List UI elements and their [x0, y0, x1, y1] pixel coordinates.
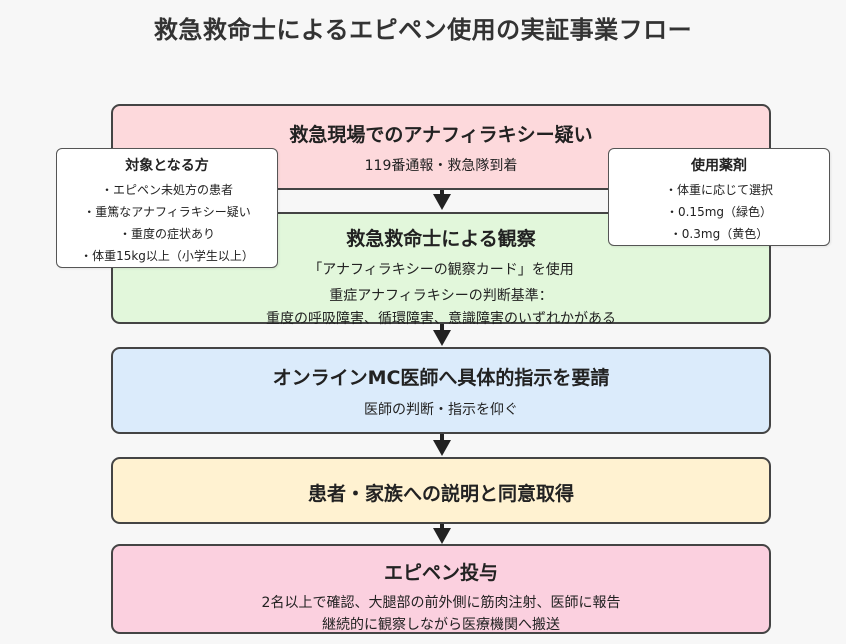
arrow-down-icon	[433, 194, 451, 210]
arrow-stem-3	[440, 434, 444, 442]
arrow-down-icon	[433, 330, 451, 346]
step-request-mc-instruction: オンラインMC医師へ具体的指示を要請 医師の判断・指示を仰ぐ	[111, 347, 771, 434]
page-title: 救急救命士によるエピペン使用の実証事業フロー	[153, 16, 693, 44]
medication-item: ・体重に応じて選択	[664, 183, 773, 197]
target-patients-item: ・重篤なアナフィラキシー疑い	[83, 205, 251, 219]
arrow-down-icon	[433, 528, 451, 544]
target-patients-item: ・重度の症状あり	[118, 227, 215, 241]
step-detail: 継続的に観察しながら医療機関へ搬送	[322, 617, 560, 633]
step-title: 救急救命士による観察	[346, 228, 536, 250]
step-title: オンラインMC医師へ具体的指示を要請	[272, 367, 610, 389]
target-patients-title: 対象となる方	[125, 158, 209, 174]
medication-title: 使用薬剤	[691, 158, 747, 174]
step-title: 救急現場でのアナフィラキシー疑い	[289, 124, 593, 146]
step-detail: 重度の呼吸障害、循環障害、意識障害のいずれかがある	[266, 311, 616, 327]
arrow-stem-4	[440, 524, 444, 530]
medication-item: ・0.15mg（緑色）	[665, 205, 773, 219]
arrow-stem-1	[440, 190, 444, 196]
target-patients-item: ・体重15kg以上（小学生以上）	[80, 249, 254, 263]
target-patients-box: 対象となる方 ・エピペン未処方の患者 ・重篤なアナフィラキシー疑い ・重度の症状…	[56, 148, 278, 268]
step-epipen-administration: エピペン投与 2名以上で確認、大腿部の前外側に筋肉注射、医師に報告 継続的に観察…	[111, 544, 771, 634]
medication-box: 使用薬剤 ・体重に応じて選択 ・0.15mg（緑色） ・0.3mg（黄色）	[608, 148, 830, 246]
step-detail: 2名以上で確認、大腿部の前外側に筋肉注射、医師に報告	[261, 595, 621, 611]
step-detail: 重症アナフィラキシーの判断基準：	[329, 288, 553, 304]
step-detail: 「アナフィラキシーの観察カード」を使用	[308, 262, 574, 278]
arrow-stem-2	[440, 324, 444, 332]
arrow-down-icon	[433, 440, 451, 456]
step-consent: 患者・家族への説明と同意取得	[111, 457, 771, 524]
target-patients-item: ・エピペン未処方の患者	[100, 183, 233, 197]
step-title: 患者・家族への説明と同意取得	[307, 483, 574, 505]
step-detail: 119番通報・救急隊到着	[364, 158, 518, 174]
step-detail: 医師の判断・指示を仰ぐ	[364, 402, 518, 418]
medication-item: ・0.3mg（黄色）	[669, 227, 769, 241]
step-title: エピペン投与	[383, 562, 498, 584]
